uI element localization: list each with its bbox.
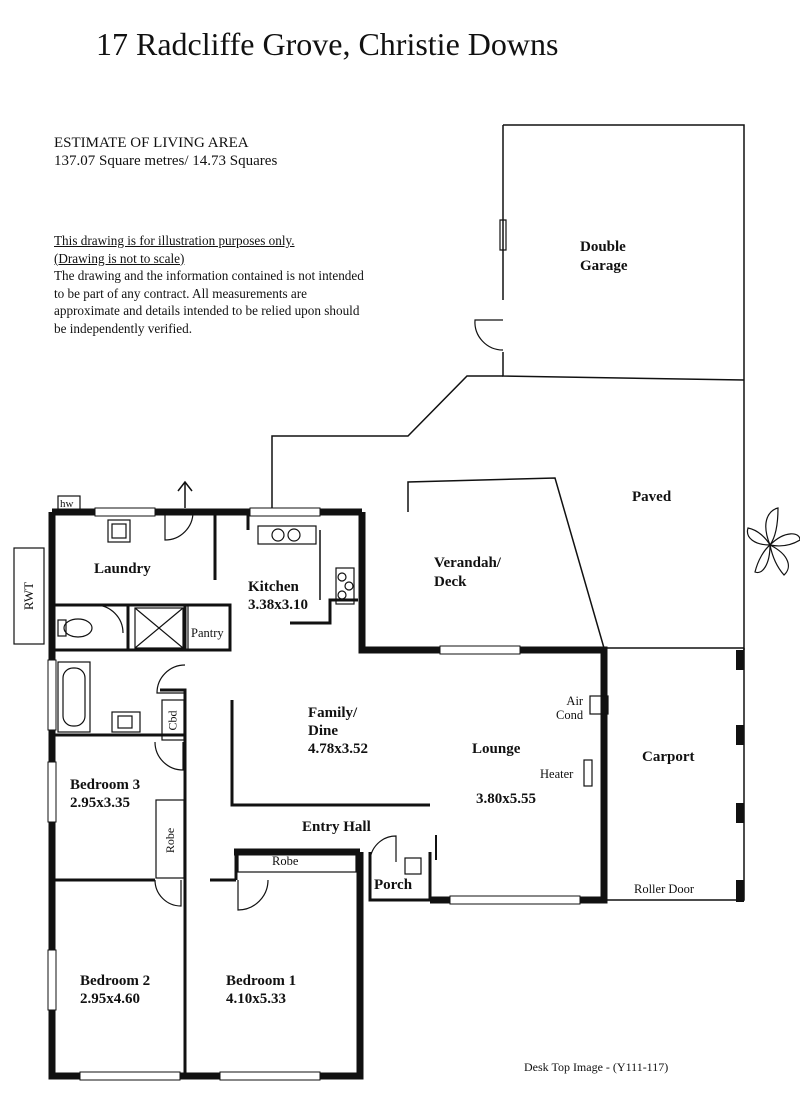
bedroom3-door-swing — [154, 741, 184, 771]
hw-label: hw — [60, 498, 74, 510]
robe-bedroom1 — [237, 851, 357, 873]
double-garage-label: Double Garage — [580, 239, 628, 274]
bedroom2-label: Bedroom 2 2.95x4.60 — [80, 973, 151, 1007]
paved-label: Paved — [632, 489, 672, 505]
family-dine-label: Family/ Dine 4.78x3.52 — [308, 705, 368, 757]
air-cond-unit — [589, 695, 609, 715]
shower — [134, 607, 184, 649]
wc-door-swing — [94, 604, 124, 634]
disclaimer: This drawing is for illustration purpose… — [54, 232, 372, 338]
bedroom1-door-swing — [237, 879, 269, 911]
bedroom2-door-swing — [154, 879, 182, 907]
robe-bedroom3-label: Robe — [163, 827, 178, 853]
entry-hall-label: Entry Hall — [302, 819, 371, 835]
cooktop — [335, 567, 355, 605]
bedroom1-label: Bedroom 1 4.10x5.33 — [226, 973, 297, 1007]
page-title: 17 Radcliffe Grove, Christie Downs — [96, 26, 559, 62]
vanity — [111, 711, 141, 733]
kitchen-label: Kitchen 3.38x3.10 — [248, 579, 308, 613]
robe-bedroom1-label: Robe — [272, 854, 299, 868]
garage-outline — [502, 124, 745, 378]
disclaimer-body: The drawing and the information containe… — [54, 268, 364, 336]
toilet — [63, 618, 93, 638]
disclaimer-line2: (Drawing is not to scale) — [54, 250, 185, 266]
pantry — [187, 604, 231, 651]
garage-door-swing — [474, 319, 504, 351]
laundry-label: Laundry — [94, 561, 151, 577]
carport-posts — [736, 650, 744, 902]
lounge-label: Lounge — [472, 741, 521, 757]
bedroom3-label: Bedroom 3 2.95x3.35 — [70, 777, 141, 811]
paved-left-edge — [271, 375, 503, 512]
cbd-label: Cbd — [165, 709, 180, 731]
lounge-size: 3.80x5.55 — [476, 791, 536, 807]
footer-reference: Desk Top Image - (Y111-117) — [524, 1060, 669, 1074]
roller-door-label: Roller Door — [634, 882, 695, 896]
estimate-heading: ESTIMATE OF LIVING AREA — [54, 135, 249, 151]
family-south-wall — [230, 700, 430, 807]
air-cond-label: Air Cond — [556, 694, 584, 722]
rwt-label: RWT — [20, 581, 36, 611]
robe-bedroom3 — [155, 799, 185, 879]
heater-label: Heater — [540, 767, 574, 781]
exit-arrow-icon — [177, 480, 193, 508]
carport-label: Carport — [642, 749, 695, 765]
pantry-label: Pantry — [191, 626, 224, 640]
bath-door-swing — [156, 664, 186, 694]
carport-outline — [606, 648, 745, 901]
living-area-estimate: ESTIMATE OF LIVING AREA 137.07 Square me… — [54, 134, 277, 170]
garage-front-line — [502, 352, 745, 381]
front-door-swing — [369, 835, 397, 863]
rwt-tank — [13, 547, 45, 645]
cbd-cupboard — [161, 699, 185, 741]
verandah-outline — [407, 477, 605, 649]
hw-box — [57, 495, 81, 511]
disclaimer-line1: This drawing is for illustration purpose… — [54, 233, 295, 248]
plant-icon — [746, 507, 800, 576]
verandah-label: Verandah/ Deck — [434, 555, 501, 590]
estimate-value: 137.07 Square metres/ 14.73 Squares — [54, 153, 278, 169]
porch-walls — [368, 852, 432, 902]
bathtub — [57, 661, 91, 733]
laundry-trough — [107, 519, 131, 543]
laundry-door-swing — [164, 511, 194, 541]
kitchen-sink — [257, 525, 317, 545]
kitchen-bench — [290, 598, 358, 625]
porch-label: Porch — [374, 877, 413, 893]
heater-unit — [583, 759, 593, 787]
